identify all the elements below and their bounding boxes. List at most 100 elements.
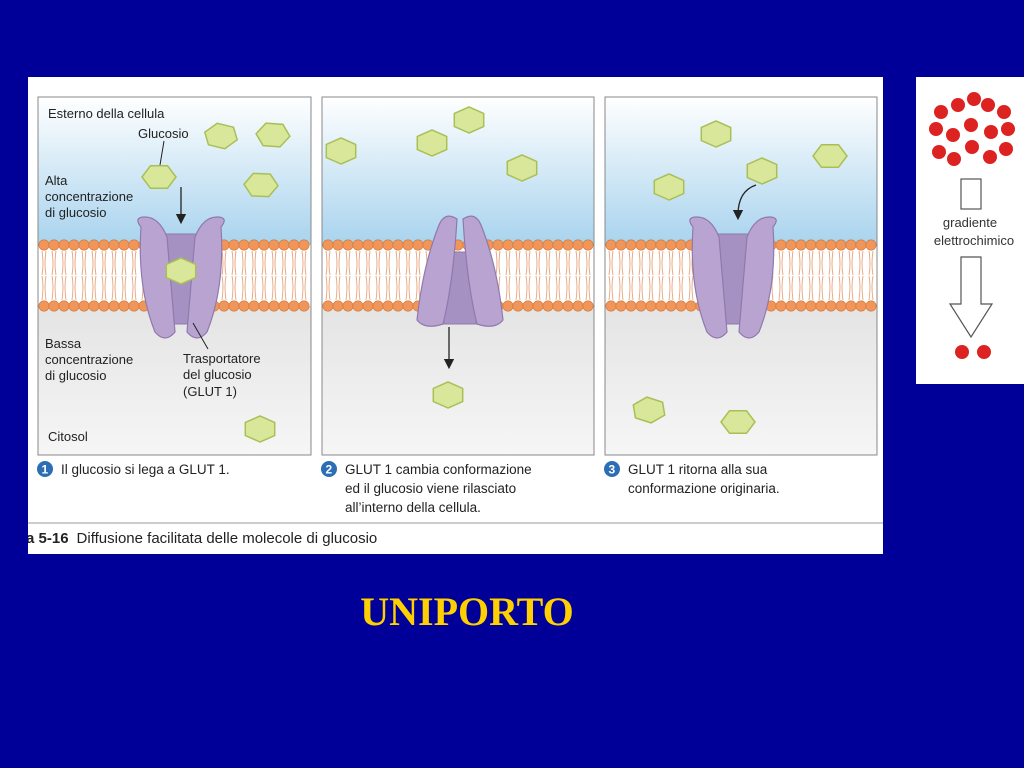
lipid-tail-upper <box>395 250 401 276</box>
lipid-tail-upper <box>291 250 297 276</box>
lipid-tail-upper <box>565 250 571 276</box>
panel-border <box>604 96 878 456</box>
lipid-head-outer <box>605 239 617 251</box>
lipid-tail-upper <box>585 250 591 276</box>
lipid-head-outer <box>68 239 80 251</box>
lipid-tail-lower <box>271 275 277 301</box>
lipid-head-outer <box>228 239 240 251</box>
lipid-head-inner <box>502 300 514 312</box>
ion <box>981 98 995 112</box>
lipid-head-outer <box>118 239 130 251</box>
glucose-molecule <box>244 415 276 443</box>
lipid-head-inner <box>372 300 384 312</box>
ion <box>934 105 948 119</box>
lipid-tail-upper <box>828 250 834 276</box>
lipid-tail-lower <box>281 275 287 301</box>
lipid-head-outer <box>248 239 260 251</box>
lipid-tail-lower <box>638 275 644 301</box>
lipid-tail-lower <box>291 275 297 301</box>
ion <box>977 345 991 359</box>
lipid-head-inner <box>88 300 100 312</box>
glucose-molecule <box>506 154 538 182</box>
ion <box>947 152 961 166</box>
step-1-text: Il glucosio si lega a GLUT 1. <box>61 462 230 477</box>
lipid-head-inner <box>258 300 270 312</box>
lipid-tail-lower <box>818 275 824 301</box>
lipid-head-inner <box>382 300 394 312</box>
step-3-text-line2: conformazione originaria. <box>628 481 780 496</box>
lipid-tail-lower <box>131 275 137 301</box>
lipid-head-inner <box>118 300 130 312</box>
lipid-head-outer <box>645 239 657 251</box>
lipid-head-inner <box>288 300 300 312</box>
lipid-head-inner <box>562 300 574 312</box>
label-transporter-2: del glucosio <box>183 367 252 382</box>
lipid-tail-upper <box>345 250 351 276</box>
label-high-2: concentrazione <box>45 189 133 204</box>
lipid-tail-lower <box>515 275 521 301</box>
lipid-tail-upper <box>658 250 664 276</box>
lipid-tail-upper <box>575 250 581 276</box>
extracellular-space <box>605 97 877 245</box>
lipid-tail-lower <box>405 275 411 301</box>
lipid-tail-upper <box>355 250 361 276</box>
lipid-head-inner <box>332 300 344 312</box>
lipid-head-inner <box>238 300 250 312</box>
glut1-right-subunit <box>738 216 777 339</box>
cytosol-space <box>322 306 594 455</box>
lipid-head-outer <box>278 239 290 251</box>
lipid-head-outer <box>492 239 504 251</box>
lipid-tail-upper <box>405 250 411 276</box>
lipid-head-inner <box>392 300 404 312</box>
lipid-head-inner <box>128 300 140 312</box>
lipid-head-inner <box>298 300 310 312</box>
lipid-tail-lower <box>121 275 127 301</box>
lipid-head-outer <box>258 239 270 251</box>
label-outside-cell: Esterno della cellula <box>48 106 165 121</box>
lipid-head-inner <box>68 300 80 312</box>
lipid-tail-lower <box>658 275 664 301</box>
lipid-tail-lower <box>301 275 307 301</box>
lipid-tail-lower <box>231 275 237 301</box>
lipid-tail-lower <box>41 275 47 301</box>
step-2-badge <box>321 461 337 477</box>
lipid-head-inner <box>655 300 667 312</box>
lipid-head-outer <box>48 239 60 251</box>
glut1-transporter-3 <box>689 216 777 339</box>
ion <box>984 125 998 139</box>
lipid-head-inner <box>552 300 564 312</box>
lipid-head-outer <box>635 239 647 251</box>
lipid-head-outer <box>532 239 544 251</box>
lipid-tail-upper <box>535 250 541 276</box>
glucose-molecule <box>653 173 685 201</box>
lipid-tail-upper <box>808 250 814 276</box>
lipid-head-outer <box>572 239 584 251</box>
extracellular-space <box>38 97 311 245</box>
lipid-head-inner <box>78 300 90 312</box>
lipid-tail-upper <box>678 250 684 276</box>
glucose-molecule <box>255 122 291 148</box>
lipid-head-outer <box>268 239 280 251</box>
lipid-head-outer <box>38 239 50 251</box>
gradient-arrow-shaft-top <box>960 178 982 210</box>
lipid-tail-upper <box>505 250 511 276</box>
lipid-head-inner <box>572 300 584 312</box>
lipid-tail-lower <box>251 275 257 301</box>
step-2-text-line2: ed il glucosio viene rilasciato <box>345 481 516 496</box>
glut1-transporter-2 <box>416 215 504 327</box>
lipid-head-outer <box>332 239 344 251</box>
lipid-tail-upper <box>555 250 561 276</box>
step-2-text-line3: all’interno della cellula. <box>345 500 481 515</box>
lipid-tail-lower <box>415 275 421 301</box>
lipid-tail-lower <box>355 275 361 301</box>
gradient-svg: gradiente elettrochimico <box>929 92 1015 359</box>
lipid-head-outer <box>522 239 534 251</box>
lipid-tail-upper <box>271 250 277 276</box>
lipid-tail-lower <box>618 275 624 301</box>
lipid-tail-upper <box>41 250 47 276</box>
lipid-tail-lower <box>608 275 614 301</box>
lipid-head-inner <box>625 300 637 312</box>
glut1-right-subunit <box>186 216 225 339</box>
ion <box>946 128 960 142</box>
label-low-1: Bassa <box>45 336 82 351</box>
